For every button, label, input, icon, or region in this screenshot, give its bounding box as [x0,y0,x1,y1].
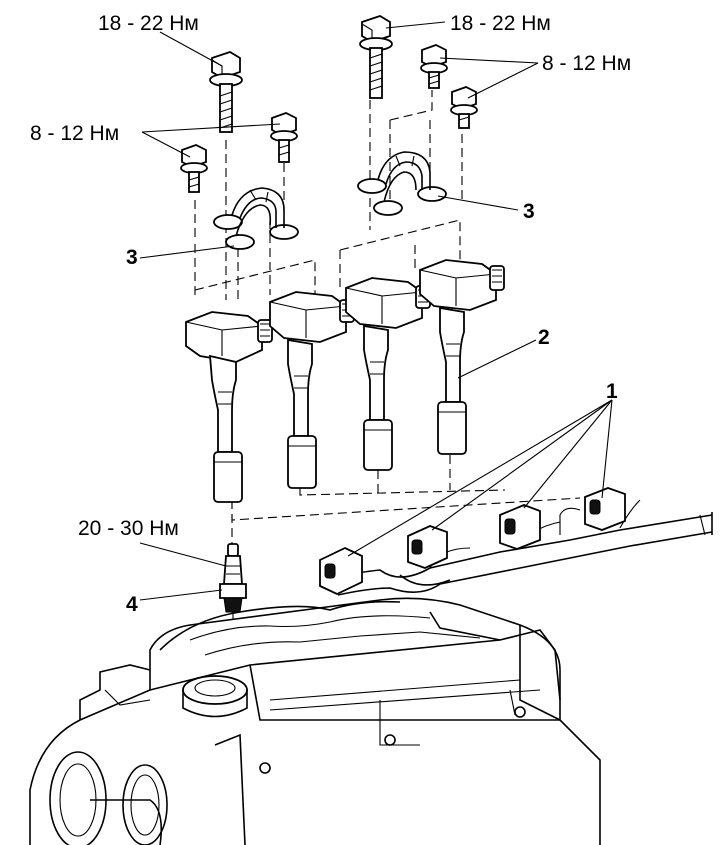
short-bolt-1 [270,112,298,163]
callout-3-left: 3 [126,246,138,269]
bracket-right [357,151,447,216]
connector-3 [499,504,541,550]
bracket-left [213,187,299,250]
ignition-coil-1 [185,311,273,503]
spark-plug [219,543,247,620]
connector-1 [319,547,363,595]
long-bolt-left [209,51,243,133]
leader-lines [139,21,613,601]
callout-1: 1 [606,380,618,403]
torque-label-long-bolt-right: 18 - 22 Нм [450,12,551,35]
callout-2: 2 [538,326,550,349]
callout-4: 4 [126,593,138,616]
short-bolt-4 [450,86,478,129]
ignition-coil-3 [345,277,431,471]
ignition-coil-4 [419,259,505,455]
connector-4 [584,487,626,531]
torque-label-spark-plug: 20 - 30 Нм [78,517,179,540]
long-bolt-right [359,15,393,99]
ignition-coil-2 [269,291,355,489]
connector-2 [407,525,448,569]
torque-label-small-bolts-left: 8 - 12 Нм [30,122,119,145]
torque-label-small-bolts-right: 8 - 12 Нм [542,52,631,75]
engine-valve-cover [29,597,601,845]
short-bolt-3 [420,44,448,89]
short-bolt-2 [180,144,208,193]
coil-connectors [319,487,626,595]
callout-3-right: 3 [523,200,535,223]
labels: 18 - 22 Нм 18 - 22 Нм 8 - 12 Нм 8 - 12 Н… [30,12,631,616]
torque-label-long-bolt-left: 18 - 22 Нм [98,12,199,35]
